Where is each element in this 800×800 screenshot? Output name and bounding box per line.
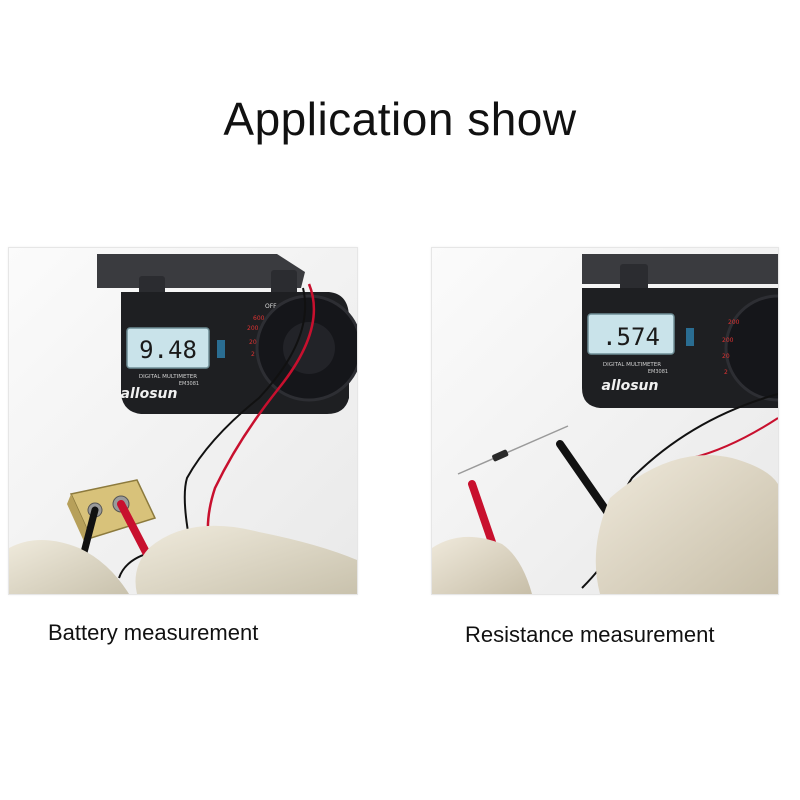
- black-probe: [556, 440, 614, 520]
- svg-text:20: 20: [249, 339, 257, 346]
- resistor-lead: [457, 425, 569, 475]
- lcd-screen: [126, 327, 210, 369]
- brand-logo: allosun: [121, 386, 178, 402]
- resistance-measurement-photo: 200 200 20 2 .574 DIGITAL MULTIMETER EM3…: [431, 247, 779, 595]
- battery-measurement-caption: Battery measurement: [48, 620, 259, 645]
- svg-text:200: 200: [728, 319, 740, 326]
- right-glove: [595, 455, 778, 594]
- battery-photo-illustration: 600 200 20 2 OFF 9.48 DIGITAL MULTIMETER…: [9, 248, 357, 594]
- red-probe: [468, 480, 498, 552]
- left-glove: [432, 536, 532, 594]
- resistor-body: [492, 449, 509, 462]
- svg-text:200: 200: [247, 325, 259, 332]
- resistance-photo-illustration: 200 200 20 2 .574 DIGITAL MULTIMETER EM3…: [432, 248, 778, 594]
- model-text: DIGITAL MULTIMETER: [603, 362, 661, 368]
- svg-text:2: 2: [251, 351, 255, 358]
- red-probe: [117, 500, 153, 562]
- lcd-reading: .574: [602, 323, 660, 351]
- red-test-lead: [206, 283, 316, 545]
- svg-text:OFF: OFF: [265, 303, 277, 310]
- battery-measurement-photo: 600 200 20 2 OFF 9.48 DIGITAL MULTIMETER…: [8, 247, 358, 595]
- meter-lid: [582, 254, 778, 284]
- model-code: EM3081: [648, 369, 668, 375]
- page-title: Application show: [223, 93, 577, 145]
- svg-text:20: 20: [722, 353, 730, 360]
- svg-text:600: 600: [253, 315, 265, 322]
- brand-logo: allosun: [602, 378, 659, 394]
- left-glove: [9, 540, 129, 594]
- right-glove: [135, 525, 357, 594]
- resistance-measurement-caption: Resistance measurement: [465, 622, 715, 647]
- lcd-reading: 9.48: [139, 336, 197, 364]
- svg-text:2: 2: [724, 369, 728, 376]
- model-text: DIGITAL MULTIMETER: [139, 374, 197, 380]
- model-code: EM3081: [179, 381, 199, 387]
- svg-text:200: 200: [722, 337, 734, 344]
- lcd-screen: [587, 313, 675, 355]
